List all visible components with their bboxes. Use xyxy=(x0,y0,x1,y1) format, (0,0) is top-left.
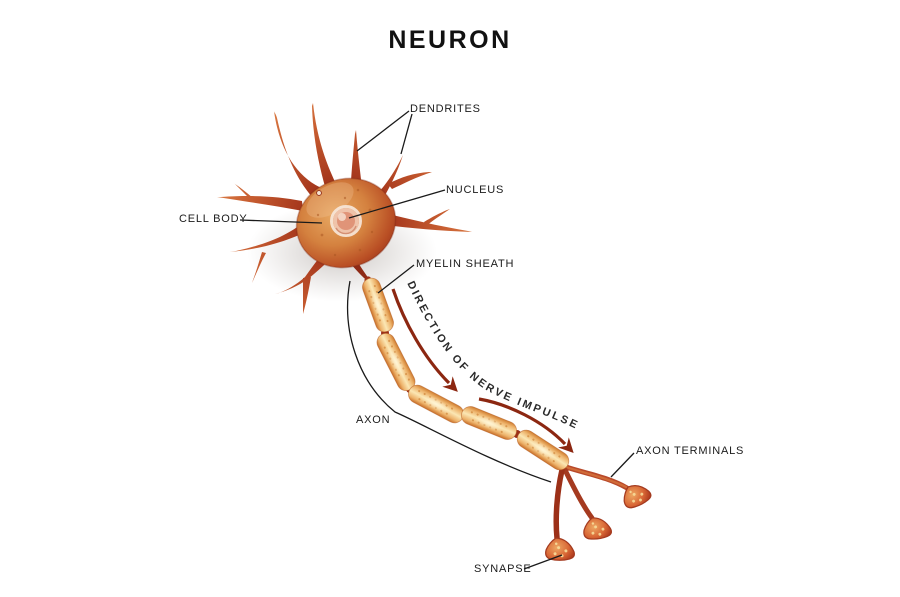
label-myelin-sheath: MYELIN SHEATH xyxy=(416,258,515,270)
myelin-sheath-segments xyxy=(362,277,570,471)
label-synapse: SYNAPSE xyxy=(474,563,532,575)
label-dendrites: DENDRITES xyxy=(410,103,481,115)
impulse-arrow-1 xyxy=(391,288,458,392)
axon-terminal-branches xyxy=(553,464,630,541)
leader-nucleus xyxy=(348,189,446,219)
impulse-arrow-2 xyxy=(478,397,574,454)
leader-dendrites-2 xyxy=(400,113,413,155)
impulse-arrows xyxy=(391,288,574,454)
diagram-title: NEURON xyxy=(388,26,512,54)
soma-dot xyxy=(316,190,322,196)
leader-axon-terminals xyxy=(610,452,635,478)
label-axon: AXON xyxy=(356,414,391,426)
leader-cell-body xyxy=(239,219,323,224)
leader-synapse xyxy=(523,554,563,570)
label-axon-terminals: AXON TERMINALS xyxy=(636,445,745,457)
synapse-bulbs xyxy=(545,485,652,561)
leader-dendrites-1 xyxy=(356,110,410,152)
leader-lines xyxy=(239,110,635,570)
leader-myelin-sheath xyxy=(377,264,415,294)
nucleus xyxy=(330,205,362,237)
label-nucleus: NUCLEUS xyxy=(446,184,505,196)
label-cell-body: CELL BODY xyxy=(179,213,248,225)
leader-axon-bracket xyxy=(347,280,552,483)
